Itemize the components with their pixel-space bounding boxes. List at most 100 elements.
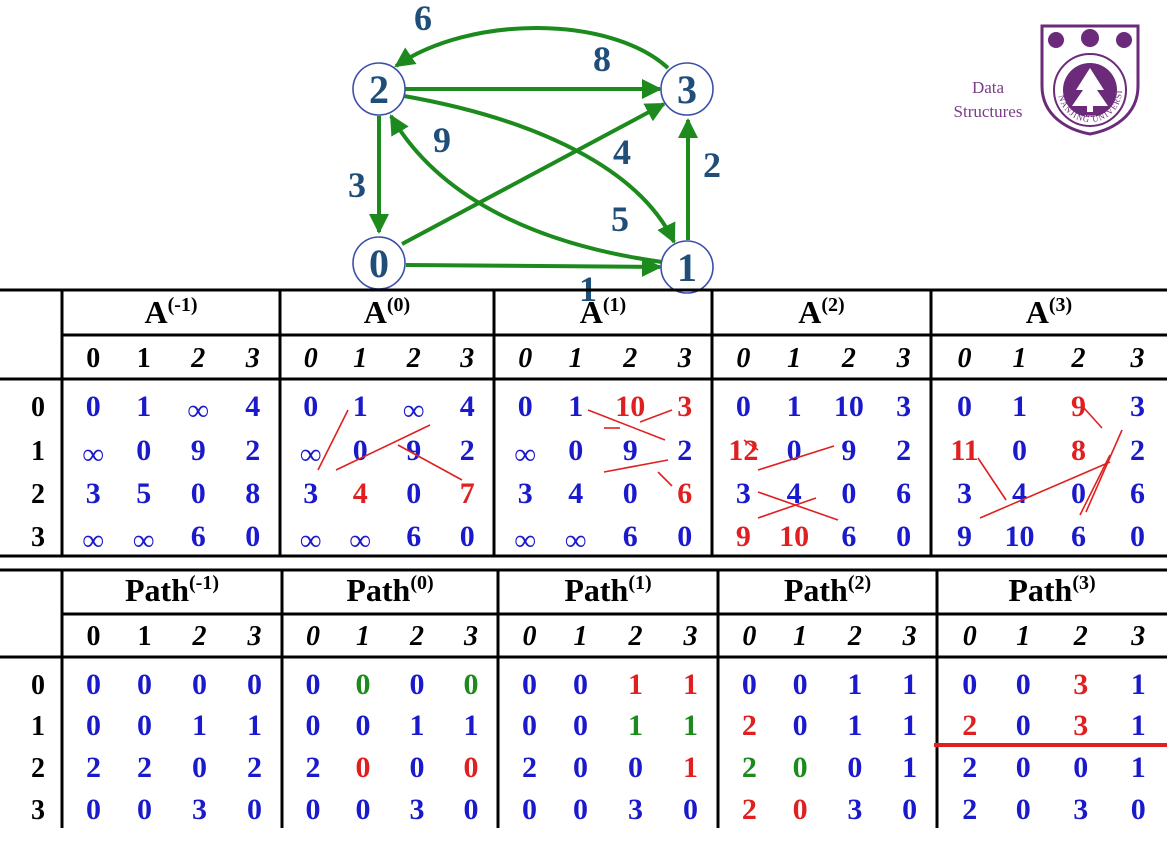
- path-matrix-cell: 1: [902, 709, 917, 742]
- path-matrix-cell: 3: [1073, 668, 1088, 701]
- a-matrix-cell: 2: [896, 434, 911, 467]
- path-matrix-row-label: 3: [31, 795, 45, 826]
- a-matrix-cell: 3: [736, 477, 751, 510]
- path-matrix-cell: 0: [247, 668, 262, 701]
- a-matrix-cell: 6: [191, 520, 206, 553]
- path-matrix-col-header: 3: [902, 621, 917, 652]
- a-matrix-cell: 3: [86, 477, 101, 510]
- a-matrix-cell: 0: [736, 390, 751, 423]
- a-matrix-cell: 9: [623, 434, 638, 467]
- a-matrix-row-label: 0: [31, 392, 45, 423]
- path-matrix-cell: 0: [573, 668, 588, 701]
- a-matrix-col-header: 2: [1071, 343, 1086, 374]
- path-matrix-row-label: 0: [31, 670, 45, 701]
- path-matrix-cell: 0: [192, 668, 207, 701]
- edge-0-1: [405, 256, 662, 277]
- path-matrix-cell: 0: [902, 793, 917, 826]
- a-matrix-cell: 11: [950, 434, 978, 467]
- path-matrix-cell: 1: [1131, 668, 1146, 701]
- a-matrix-col-header: 0: [304, 343, 318, 374]
- a-matrix-col-header: 1: [1013, 343, 1027, 374]
- a-matrix-cell: 0: [957, 390, 972, 423]
- path-matrix-cell: 0: [86, 709, 101, 742]
- path-matrix-col-header: 1: [1016, 621, 1030, 652]
- a-matrix-col-header: 3: [896, 343, 911, 374]
- path-matrix-table-title: Path(1): [564, 572, 651, 608]
- a-matrix-cell: 3: [957, 477, 972, 510]
- a-matrix-col-header: 2: [622, 343, 637, 374]
- path-matrix-cell: 0: [137, 793, 152, 826]
- a-matrix-cell: ∞: [350, 524, 371, 557]
- path-matrix-cell: 0: [1073, 751, 1088, 784]
- a-matrix-col-header: 0: [736, 343, 750, 374]
- a-matrix-col-header: 0: [518, 343, 532, 374]
- path-matrix-col-header: 2: [409, 621, 424, 652]
- university-logo: 1902 NANJING UNIVERSITY: [1036, 20, 1140, 136]
- path-matrix-cell: 0: [137, 668, 152, 701]
- a-matrix-cell: 9: [1071, 390, 1086, 423]
- a-matrix-cell: 0: [1130, 520, 1145, 553]
- node-3-label: 3: [677, 67, 697, 112]
- path-matrix-col-header: 1: [793, 621, 807, 652]
- a-matrix-cell: ∞: [515, 524, 536, 557]
- path-matrix-cell: 0: [306, 709, 321, 742]
- a-matrix-cell: 0: [841, 477, 856, 510]
- path-matrix-cell: 3: [1073, 709, 1088, 742]
- path-matrix-cell: 0: [464, 793, 479, 826]
- a-matrix-col-header: 3: [245, 343, 260, 374]
- path-matrix-cell: 1: [628, 668, 643, 701]
- path-matrix-cell: 3: [847, 793, 862, 826]
- a-matrix-cell: ∞: [83, 524, 104, 557]
- a-matrix-col-header: 2: [406, 343, 421, 374]
- a-matrix-cell: 0: [1012, 434, 1027, 467]
- path-matrix-cell: 2: [522, 751, 537, 784]
- a-matrix-cell: 8: [1071, 434, 1086, 467]
- a-matrix-cell: 6: [677, 477, 692, 510]
- path-matrix-cell: 0: [683, 793, 698, 826]
- annotation-strokes: [317, 407, 1167, 747]
- path-matrix-cell: 0: [356, 668, 371, 701]
- path-matrix-cell: 0: [306, 668, 321, 701]
- a-matrix-cell: 0: [787, 434, 802, 467]
- a-matrix-table-title: A(2): [798, 294, 844, 330]
- path-matrix-cell: 0: [628, 751, 643, 784]
- edge-1-2: [389, 114, 663, 264]
- path-matrix-cell: 1: [192, 709, 207, 742]
- a-matrix-cell: ∞: [403, 394, 424, 427]
- path-matrix-cell: 0: [1016, 793, 1031, 826]
- a-matrix-cell: 9: [736, 520, 751, 553]
- path-matrix-col-header: 1: [356, 621, 370, 652]
- path-matrix-col-header: 2: [847, 621, 862, 652]
- a-matrix-cell: 4: [1012, 477, 1027, 510]
- a-matrix-col-header: 1: [353, 343, 367, 374]
- edge-0-3: [401, 102, 666, 246]
- path-matrix-cell: 2: [306, 751, 321, 784]
- a-matrix-cell: 0: [460, 520, 475, 553]
- a-matrix-col-header: 1: [137, 343, 151, 374]
- path-matrix-cell: 0: [793, 668, 808, 701]
- path-matrix-cell: 0: [410, 668, 425, 701]
- node-2: 2: [352, 62, 406, 116]
- path-matrix-cell: 0: [573, 709, 588, 742]
- path-matrix-row-label: 1: [31, 711, 45, 742]
- a-matrix-table-title: A(-1): [144, 294, 197, 330]
- a-matrix-cell: 3: [1130, 390, 1145, 423]
- path-matrix-cell: 0: [522, 793, 537, 826]
- path-matrix-cell: 0: [192, 751, 207, 784]
- a-matrix-cell: 0: [518, 390, 533, 423]
- a-matrix-cell: 9: [841, 434, 856, 467]
- path-matrix-table-title: Path(3): [1008, 572, 1095, 608]
- a-matrix-cell: 0: [406, 477, 421, 510]
- path-matrix-cell: 1: [847, 668, 862, 701]
- path-matrix-cell: 2: [247, 751, 262, 784]
- a-matrix-cell: 1: [787, 390, 802, 423]
- a-matrix-cell: 0: [623, 477, 638, 510]
- path-matrix-cell: 1: [464, 709, 479, 742]
- path-matrix-cell: 2: [742, 751, 757, 784]
- path-matrix-cell: 0: [86, 793, 101, 826]
- path-matrix-cell: 0: [86, 668, 101, 701]
- a-matrix-cell: 0: [303, 390, 318, 423]
- path-matrix-cell: 0: [573, 793, 588, 826]
- a-matrix-col-header: 0: [86, 343, 100, 374]
